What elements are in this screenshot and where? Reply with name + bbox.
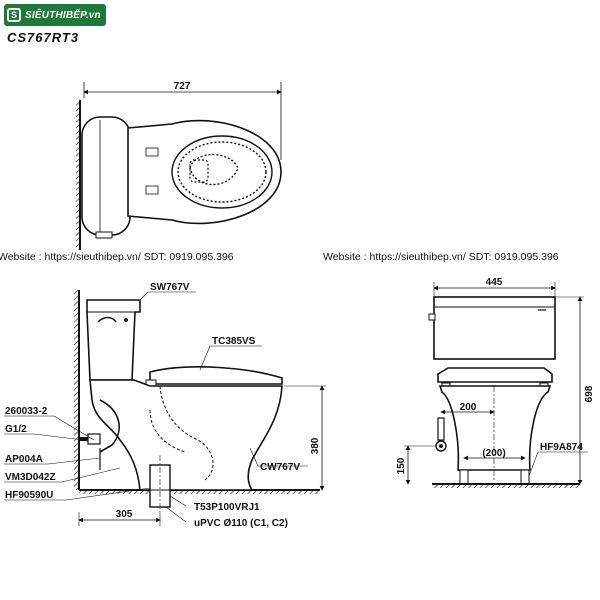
brand-logo: S SIÊUTHIBẾP.vn xyxy=(4,4,106,26)
label-bowl: CW767V xyxy=(260,462,300,473)
label-valve: 260033-2 xyxy=(5,406,48,417)
top-bowl xyxy=(171,135,273,209)
label-hose: VM3D042Z xyxy=(5,472,56,483)
dim-150: 150 xyxy=(396,457,407,474)
dim-380: 380 xyxy=(310,437,321,454)
label-bolt: HF9A874 xyxy=(540,442,583,453)
label-stop: AP004A xyxy=(5,454,43,465)
top-tank xyxy=(81,116,131,236)
label-thread: G1/2 xyxy=(5,424,27,435)
website-left: Website : https://sieuthibep.vn/ SDT: 09… xyxy=(0,251,234,263)
front-view: 445 200 (200) 698 150 xyxy=(396,277,595,488)
logo-text: SIÊUTHIBẾP.vn xyxy=(25,9,101,21)
model-title: CS767RT3 xyxy=(7,30,80,45)
front-tank xyxy=(433,296,556,360)
dim-200-bolt: (200) xyxy=(482,448,505,459)
side-bowl xyxy=(89,379,283,491)
side-seat xyxy=(149,366,283,385)
label-pipe: uPVC Ø110 (C1, C2) xyxy=(194,518,288,529)
top-view: 727 xyxy=(76,81,282,250)
label-tank: SW767V xyxy=(150,282,190,293)
side-view: 380 305 SW767V TC385VS CW767V 260033-2 G… xyxy=(4,282,326,529)
front-seat xyxy=(437,367,553,383)
label-flange: HF90590U xyxy=(5,490,53,501)
top-wall-hatch xyxy=(76,100,80,250)
dim-200: 200 xyxy=(460,402,477,413)
label-outlet: T53P100VRJ1 xyxy=(194,502,260,513)
website-right: Website : https://sieuthibep.vn/ SDT: 09… xyxy=(323,251,559,263)
dim-727: 727 xyxy=(174,81,191,92)
logo-mark-icon: S xyxy=(7,8,21,22)
dim-445: 445 xyxy=(486,277,503,288)
dim-305: 305 xyxy=(116,509,133,520)
label-seat: TC385VS xyxy=(212,336,256,347)
dim-698: 698 xyxy=(584,385,595,402)
front-bowl xyxy=(438,385,552,471)
